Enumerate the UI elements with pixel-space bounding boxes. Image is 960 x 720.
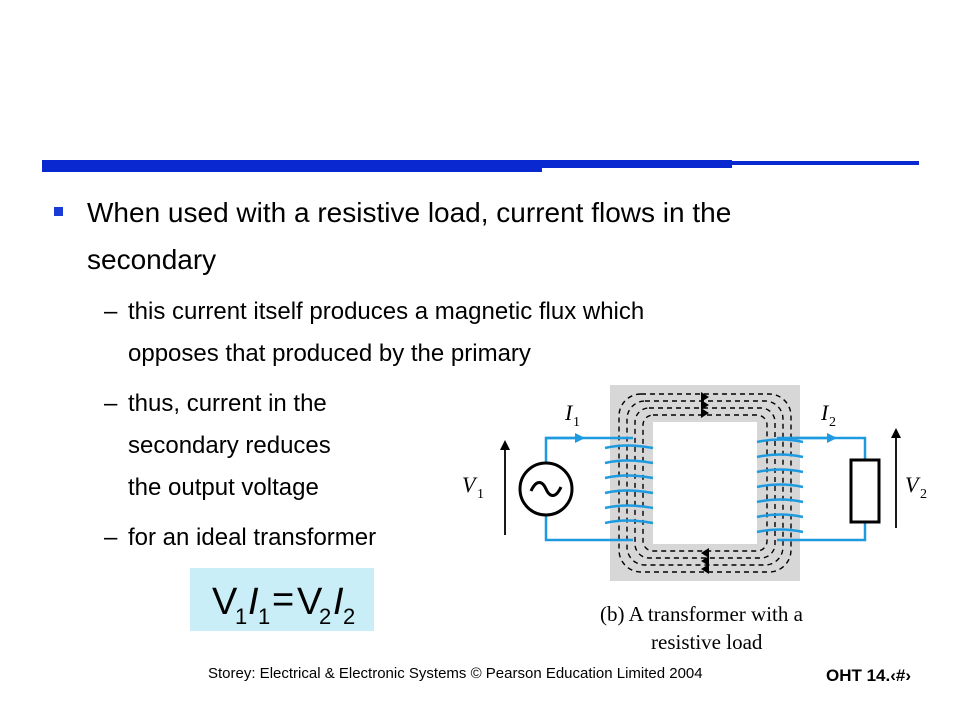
bullet-marker — [54, 207, 63, 216]
label-v2-sub: 2 — [920, 487, 927, 502]
ac-source-icon — [518, 461, 574, 517]
sub-bullet-2-line-2: secondary reduces — [128, 432, 331, 459]
transformer-core — [610, 385, 800, 581]
bullet-line-1: When used with a resistive load, current… — [87, 197, 732, 228]
sub-bullet-1-line-2: opposes that produced by the primary — [128, 340, 531, 367]
ideal-transformer-equation: V 1 I 1 = V 2 I 2 — [212, 579, 355, 629]
label-v1-sub: 1 — [477, 487, 484, 502]
label-v2: V — [905, 472, 921, 497]
title-rule-medium — [540, 160, 732, 168]
sub-bullet-1-line-1: this current itself produces a magnetic … — [128, 298, 645, 325]
secondary-circuit-wire — [777, 433, 867, 542]
sub-bullet-dash: – — [104, 298, 118, 325]
formula-i1: I — [248, 581, 259, 623]
slide-number: OHT 14.‹#› — [826, 666, 912, 685]
label-i2: I — [820, 400, 830, 425]
sub-bullet-3-line-1: for an ideal transformer — [128, 524, 377, 551]
formula-equals: = — [272, 579, 294, 621]
sub-bullet-dash: – — [104, 524, 118, 551]
sub-bullet-2-line-1: thus, current in the — [128, 390, 327, 417]
secondary-winding — [756, 438, 804, 534]
formula-i1-sub: 1 — [258, 604, 270, 629]
formula-i2: I — [333, 581, 344, 623]
sub-bullet-2-line-3: the output voltage — [128, 474, 319, 501]
formula-v2: V — [297, 581, 323, 623]
formula-box: V 1 I 1 = V 2 I 2 — [190, 568, 374, 631]
primary-winding — [604, 444, 654, 525]
formula-i2-sub: 2 — [343, 604, 355, 629]
bullet-line-2: secondary — [87, 244, 217, 275]
label-v1: V — [462, 472, 478, 497]
resistor-load — [849, 458, 881, 524]
label-i2-sub: 2 — [829, 415, 836, 430]
figure-caption-line-1: (b) A transformer with a — [600, 602, 803, 626]
primary-circuit-wire — [544, 433, 633, 542]
figure-caption-line-2: resistive load — [651, 630, 763, 654]
label-i1-sub: 1 — [573, 415, 580, 430]
label-i1: I — [564, 400, 574, 425]
transformer-diagram: I 1 I 2 V 1 V 2 — [462, 385, 927, 581]
formula-v1: V — [212, 581, 238, 623]
formula-v2-sub: 2 — [319, 604, 331, 629]
sub-bullet-dash: – — [104, 390, 118, 417]
title-rule-thin — [732, 161, 919, 165]
magnetic-flux-lines — [618, 393, 792, 573]
footer-credit: Storey: Electrical & Electronic Systems … — [208, 665, 703, 682]
formula-v1-sub: 1 — [235, 604, 247, 629]
title-rule-thick — [42, 160, 542, 172]
flux-direction-arrows — [701, 392, 709, 574]
